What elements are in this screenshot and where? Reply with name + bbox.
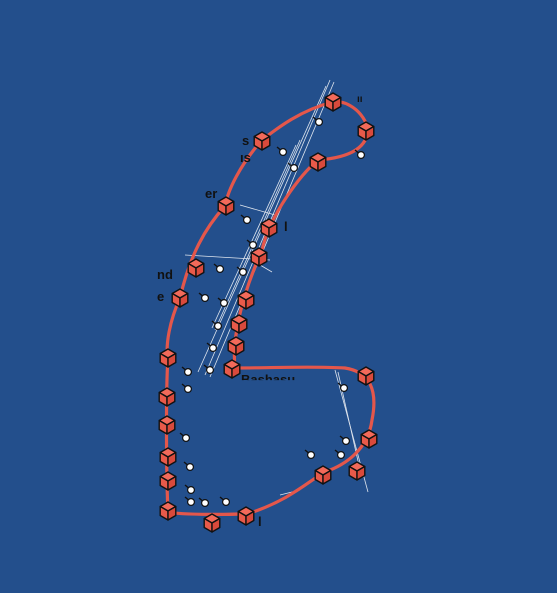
pin-dot-icon — [342, 437, 351, 446]
pin-dot-icon — [239, 268, 248, 277]
pin-dot-icon — [187, 498, 196, 507]
cube-icon — [237, 506, 255, 526]
cube-icon — [158, 387, 176, 407]
cube-icon — [324, 92, 342, 112]
cube-icon — [314, 465, 332, 485]
cube-icon — [171, 288, 189, 308]
cube-icon — [158, 415, 176, 435]
pin-dot-icon — [209, 344, 218, 353]
label-fragment: Bashasu — [241, 372, 296, 387]
cube-icon — [260, 218, 278, 238]
cube-icon — [159, 348, 177, 368]
pin-layer — [179, 116, 366, 508]
label-fragment: l — [284, 219, 288, 234]
pin-dot-icon — [307, 451, 316, 460]
pin-dot-icon — [315, 117, 324, 126]
pin-dot-icon — [290, 164, 299, 173]
pin-dot-icon — [187, 486, 196, 495]
cube-icon — [348, 461, 366, 481]
cube-icon — [227, 336, 245, 356]
pin-dot-icon — [184, 368, 193, 377]
pin-dot-icon — [340, 384, 349, 393]
cube-icon — [309, 152, 327, 172]
cube-icon — [230, 314, 248, 334]
label-fragment: l — [258, 514, 262, 529]
pin-dot-icon — [206, 366, 215, 375]
cube-icon — [223, 359, 241, 379]
label-fragment: s — [242, 133, 250, 148]
pin-dot-icon — [357, 151, 366, 160]
cube-icon — [203, 513, 221, 533]
cube-icon — [357, 366, 375, 386]
cube-icon — [159, 501, 177, 521]
cube-icon — [250, 247, 268, 267]
pin-dot-icon — [220, 299, 229, 308]
label-fragment: ıs — [240, 150, 251, 165]
pin-dot-icon — [201, 499, 210, 508]
pin-dot-icon — [184, 385, 193, 394]
label-fragment: nd — [157, 267, 173, 282]
label-fragment: e — [157, 289, 165, 304]
label-fragment: ıı — [357, 94, 363, 105]
pin-dot-icon — [249, 241, 258, 250]
pin-dot-icon — [201, 294, 210, 303]
cube-icon — [187, 258, 205, 278]
cube-icon — [253, 131, 271, 151]
cube-icon — [159, 447, 177, 467]
pin-dot-icon — [222, 498, 231, 507]
marker-layer — [158, 92, 378, 533]
cube-icon — [237, 290, 255, 310]
pin-dot-icon — [337, 451, 346, 460]
cube-icon — [217, 196, 235, 216]
pin-dot-icon — [243, 216, 252, 225]
guide-lines — [184, 79, 369, 496]
cube-icon — [357, 121, 375, 141]
pin-dot-icon — [279, 148, 288, 157]
label-fragment: er — [205, 186, 218, 201]
cube-icon — [159, 471, 177, 491]
cube-icon — [360, 429, 378, 449]
pin-dot-icon — [216, 265, 225, 274]
pin-dot-icon — [186, 463, 195, 472]
pin-dot-icon — [182, 434, 191, 443]
pin-dot-icon — [214, 322, 223, 331]
